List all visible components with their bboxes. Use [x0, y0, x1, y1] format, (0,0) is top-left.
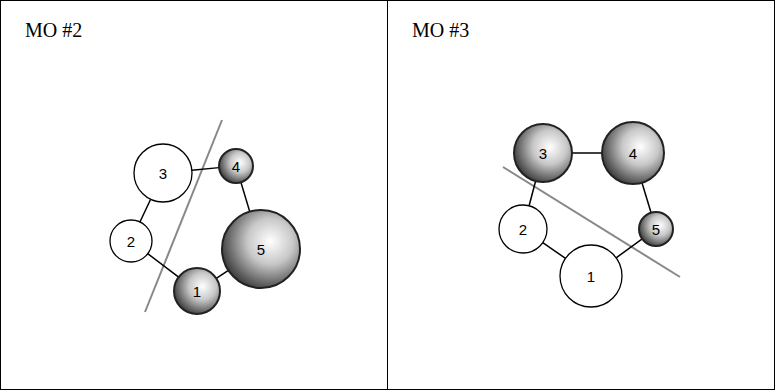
white-orbital-lobe: 2 [109, 219, 153, 263]
panel-title: MO #3 [412, 19, 469, 42]
atom-number: 4 [601, 146, 665, 161]
mo-panel: MO #2 1 2 3 4 5 [0, 0, 388, 390]
shaded-orbital-lobe: 4 [601, 121, 665, 185]
shaded-orbital-lobe: 5 [221, 209, 301, 289]
white-orbital-lobe: 3 [133, 143, 193, 203]
atom-number: 3 [513, 146, 573, 161]
bond-line [140, 199, 151, 222]
atom-number: 3 [133, 166, 193, 181]
panel-title: MO #2 [25, 19, 82, 42]
shaded-orbital-lobe: 3 [513, 123, 573, 183]
white-orbital-lobe: 1 [559, 244, 623, 308]
atom-number: 1 [559, 269, 623, 284]
white-orbital-lobe: 2 [498, 204, 548, 254]
shaded-orbital-lobe: 4 [218, 148, 254, 184]
shaded-orbital-lobe: 5 [638, 211, 674, 247]
bond-line [148, 254, 179, 277]
atom-number: 2 [109, 234, 153, 249]
atom-number: 5 [638, 222, 674, 237]
bond-line [642, 183, 651, 213]
atom-number: 2 [498, 222, 548, 237]
bond-line [241, 182, 250, 211]
atom-number: 1 [173, 284, 221, 299]
bond-line [572, 152, 602, 154]
bond-line [192, 168, 219, 171]
bond-line [616, 239, 642, 258]
atom-number: 5 [221, 242, 301, 257]
bond-line [529, 181, 536, 206]
bond-line [543, 243, 566, 259]
bond-line [216, 270, 228, 278]
shaded-orbital-lobe: 1 [173, 267, 221, 315]
atom-number: 4 [218, 159, 254, 174]
mo-panel: MO #3 1 2 3 4 5 [387, 0, 775, 390]
